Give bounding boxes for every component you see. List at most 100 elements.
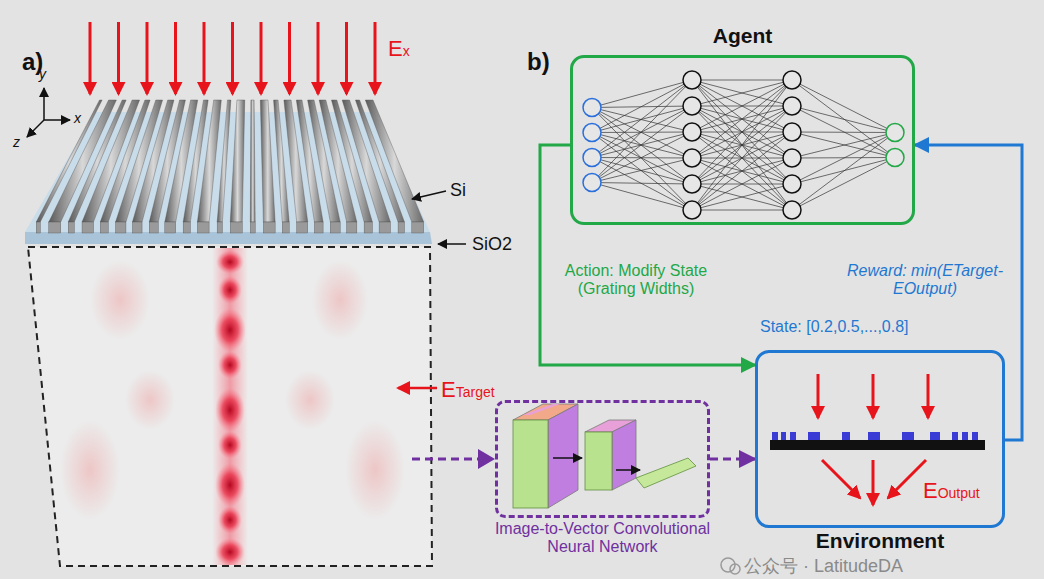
axis-label: z <box>13 134 20 150</box>
side-lobe <box>345 420 405 520</box>
nn-weight <box>692 80 792 106</box>
environment-box: EOutputEnvironment <box>755 350 1005 528</box>
env-ridge <box>930 432 940 440</box>
si-ridge-front <box>68 222 74 233</box>
incident-arrow <box>146 22 149 94</box>
field-hotspot <box>218 276 242 304</box>
nn-weight <box>592 80 692 108</box>
red-arrow <box>888 460 926 498</box>
nn-neuron <box>783 201 801 219</box>
field-label: ETarget <box>441 377 495 402</box>
axis-z <box>27 120 44 137</box>
env-grating <box>772 432 978 440</box>
field-hotspot <box>214 308 246 352</box>
nn-weight <box>592 106 692 183</box>
si-ridge <box>260 100 275 222</box>
axis-x <box>44 119 70 121</box>
side-lobe <box>285 370 335 430</box>
neural-network <box>583 71 904 219</box>
edge-label: Reward: min(ETarget-EOutput) <box>835 262 1015 299</box>
image-arrow-head <box>478 449 495 469</box>
incident-arrow <box>203 22 206 94</box>
field-label: Ex <box>388 36 410 61</box>
box-title: Agent <box>573 24 912 48</box>
nn-weight <box>692 80 792 210</box>
nn-weight <box>692 80 792 210</box>
nn-neuron <box>583 149 601 167</box>
nn-weight <box>792 106 895 133</box>
incident-arrows <box>90 22 375 94</box>
nn-weight <box>692 106 792 210</box>
nn-weight <box>592 183 692 185</box>
nn-neuron <box>683 201 701 219</box>
si-ridge-front <box>282 222 289 233</box>
red-arrow <box>927 374 930 418</box>
nn-neuron <box>886 149 904 167</box>
incident-arrow <box>117 22 120 94</box>
field-hotspot <box>215 538 245 566</box>
si-ridge-front <box>230 222 242 233</box>
si-ridge-front <box>217 222 222 233</box>
nn-weight <box>692 132 792 210</box>
field-label: EOutput <box>923 478 980 503</box>
incident-arrow <box>260 22 263 94</box>
nn-weight <box>692 80 792 184</box>
nn-weight <box>592 108 692 211</box>
cnn-arrow <box>616 469 640 471</box>
nn-weight <box>692 80 792 158</box>
nn-neuron <box>783 71 801 89</box>
si-ridge-front <box>36 222 40 233</box>
red-arrow <box>822 460 860 498</box>
field-hotspot <box>218 431 242 459</box>
incident-arrow <box>174 22 177 94</box>
red-arrow <box>872 460 875 505</box>
nn-weight <box>592 158 692 211</box>
sio2-front <box>25 232 432 244</box>
watermark: 公众号 · LatitudeDA <box>744 556 903 577</box>
env-ridge <box>962 432 968 440</box>
nn-weight <box>592 133 692 185</box>
material-label: SiO2 <box>472 234 512 255</box>
si-ridge-front <box>398 222 404 233</box>
nn-neuron <box>583 174 601 192</box>
field-hotspot <box>216 250 244 274</box>
env-ridge <box>808 432 820 440</box>
nn-weight <box>792 158 895 211</box>
nn-neuron <box>783 149 801 167</box>
si-ridge-front <box>132 222 142 233</box>
nn-neuron <box>783 175 801 193</box>
si-ridge <box>49 100 117 222</box>
nn-weight <box>692 132 792 210</box>
env-output <box>822 460 926 505</box>
nn-weight <box>592 133 692 159</box>
si-ridge-front <box>297 222 308 233</box>
si-ridge-front <box>149 222 158 233</box>
nn-weight <box>692 210 792 211</box>
si-ridge <box>230 100 244 222</box>
si-ridge-front <box>165 222 176 233</box>
nn-weight <box>792 133 895 185</box>
cnn-block-front <box>513 420 548 508</box>
env-ridge <box>902 432 914 440</box>
nn-weight <box>592 80 692 133</box>
side-lobe <box>90 260 150 340</box>
env-ridge <box>842 432 850 440</box>
sio2-leader <box>438 243 466 245</box>
nn-weight <box>692 80 792 184</box>
nn-neuron <box>783 123 801 141</box>
nn-weight <box>792 133 895 211</box>
nn-weight <box>592 183 692 211</box>
field-hotspot <box>215 463 245 507</box>
nn-weight <box>792 133 895 159</box>
env-ridge <box>868 432 880 440</box>
nn-weight <box>692 80 792 132</box>
nn-weight <box>692 80 792 132</box>
nn-weight <box>592 132 692 183</box>
nn-weight <box>592 106 692 133</box>
nn-weight <box>692 184 792 210</box>
nn-neuron <box>583 99 601 117</box>
incident-arrow <box>89 22 92 94</box>
field-hotspot <box>218 506 242 534</box>
nn-weight <box>692 184 792 210</box>
